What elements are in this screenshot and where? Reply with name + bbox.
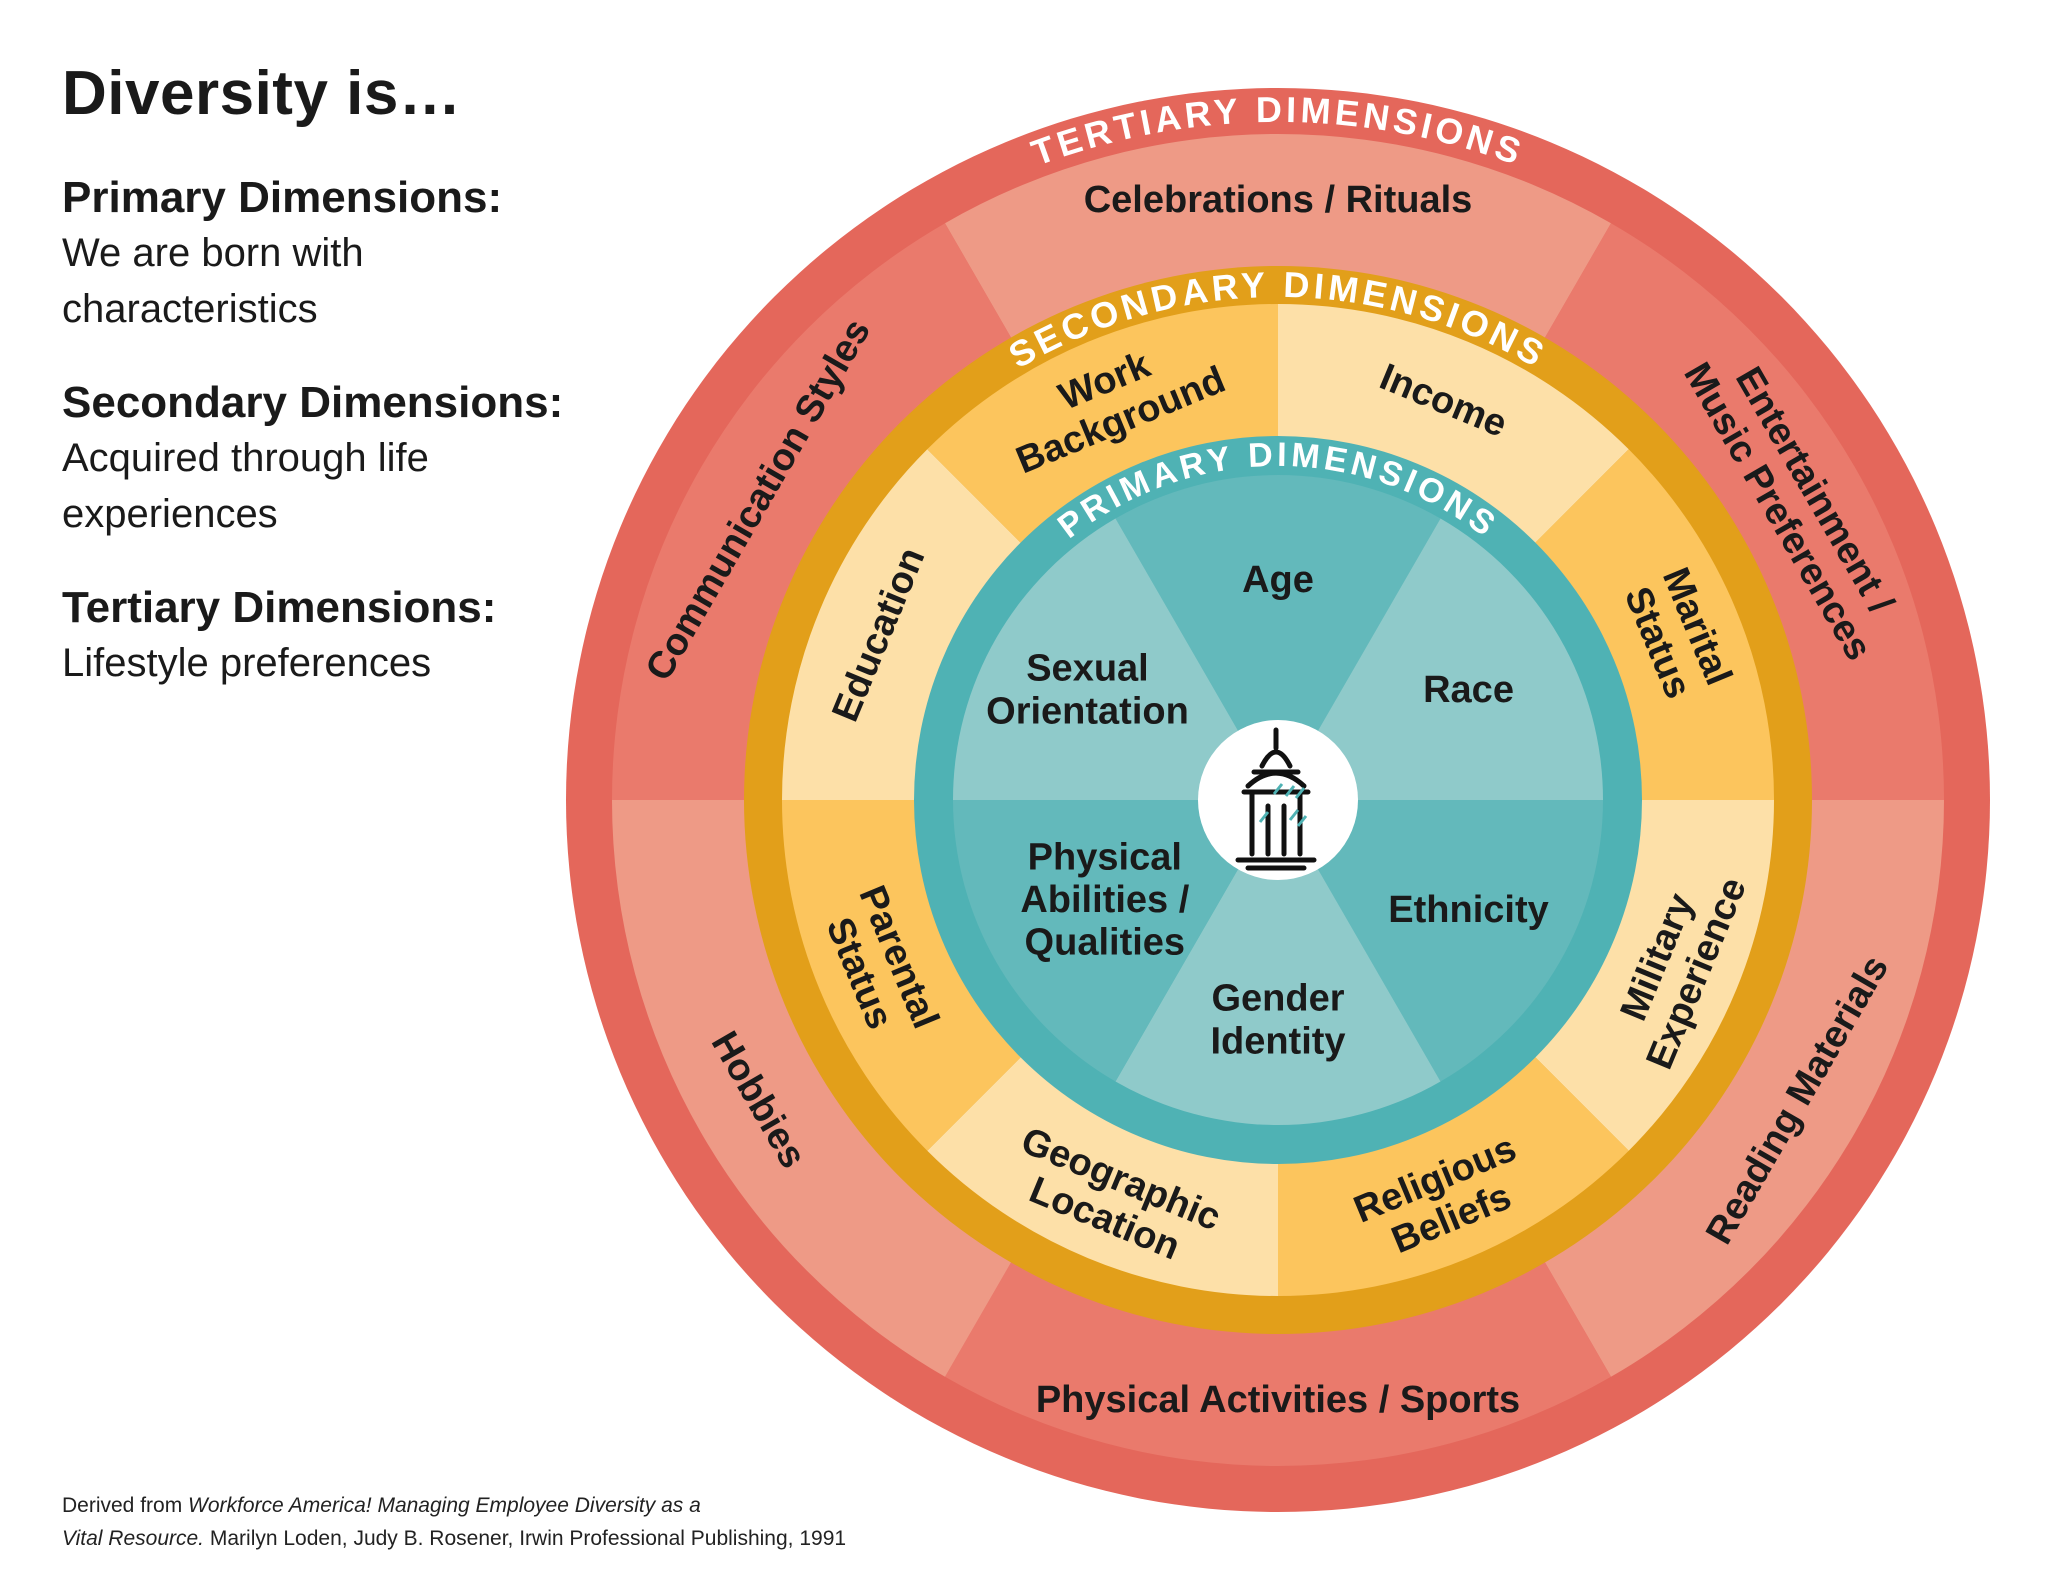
tertiary-segment xyxy=(612,800,1012,1377)
primary-segment xyxy=(1115,475,1441,800)
primary-segment xyxy=(953,518,1278,800)
tertiary-segment xyxy=(1544,800,1944,1377)
legend-secondary: Secondary Dimensions: Acquired through l… xyxy=(62,377,622,542)
primary-label-line: Physical xyxy=(1028,836,1182,878)
tertiary-label: Physical Activities / Sports xyxy=(1036,1379,1520,1421)
primary-label-line: Gender xyxy=(1211,978,1344,1020)
citation: Derived from Workforce America! Managing… xyxy=(62,1490,846,1555)
legend-primary-heading: Primary Dimensions: xyxy=(62,173,503,223)
citation-line-1: Derived from Workforce America! Managing… xyxy=(62,1490,846,1523)
legend-primary-desc-1: We are born with xyxy=(62,230,364,275)
primary-segment xyxy=(1115,800,1441,1125)
primary-label: Age xyxy=(1242,559,1314,601)
page-title: Diversity is… xyxy=(62,59,462,128)
tertiary-segment xyxy=(1544,223,1944,801)
primary-label-line: Abilities / xyxy=(1020,879,1189,921)
tertiary-segment xyxy=(612,223,1012,801)
tertiary-segment xyxy=(945,133,1611,340)
primary-label-line: Qualities xyxy=(1025,922,1186,964)
legend-tertiary-desc-1: Lifestyle preferences xyxy=(62,640,432,685)
legend-primary: Primary Dimensions: We are born with cha… xyxy=(62,172,622,337)
primary-segment xyxy=(1278,800,1603,1082)
secondary-segment xyxy=(927,304,1278,546)
legend-secondary-desc-1: Acquired through life xyxy=(62,435,429,480)
primary-segment xyxy=(953,800,1278,1082)
secondary-segment xyxy=(927,1054,1278,1296)
primary-segment xyxy=(1278,518,1603,800)
citation-prefix: Derived from xyxy=(62,1494,189,1517)
primary-label-line: Ethnicity xyxy=(1388,889,1548,931)
primary-label-line: Identity xyxy=(1210,1020,1345,1062)
secondary-segment xyxy=(1532,449,1774,800)
tertiary-segment xyxy=(945,1260,1611,1466)
secondary-segment xyxy=(782,449,1024,800)
secondary-segment xyxy=(1532,800,1774,1151)
primary-label: Ethnicity xyxy=(1388,889,1548,931)
citation-line-2: Vital Resource. Marilyn Loden, Judy B. R… xyxy=(62,1523,846,1556)
secondary-segment xyxy=(1278,304,1629,546)
secondary-segment xyxy=(782,800,1024,1151)
primary-label: Race xyxy=(1423,669,1514,711)
logo-sky-strokes-icon xyxy=(1258,783,1308,827)
legend-secondary-heading: Secondary Dimensions: xyxy=(62,377,564,427)
legend-primary-desc-2: characteristics xyxy=(62,286,318,331)
legend-tertiary-heading: Tertiary Dimensions: xyxy=(62,582,497,632)
legend-panel: Diversity is… Primary Dimensions: We are… xyxy=(62,59,622,731)
tertiary-label-line: Celebrations / Rituals xyxy=(1084,179,1473,221)
citation-book-title-2: Vital Resource. xyxy=(62,1526,205,1550)
tertiary-label: Celebrations / Rituals xyxy=(1084,179,1473,221)
primary-label-line: Age xyxy=(1242,559,1314,601)
citation-book-title-1: Workforce America! Managing Employee Div… xyxy=(188,1494,701,1517)
primary-label-line: Race xyxy=(1423,669,1514,711)
legend-secondary-desc-2: experiences xyxy=(62,491,278,536)
tertiary-label-line: Physical Activities / Sports xyxy=(1036,1379,1520,1421)
center-disc xyxy=(1198,720,1358,880)
primary-label-line: Orientation xyxy=(986,690,1189,732)
citation-authors: Marilyn Loden, Judy B. Rosener, Irwin Pr… xyxy=(204,1526,847,1550)
legend-tertiary: Tertiary Dimensions: Lifestyle preferenc… xyxy=(62,582,622,691)
secondary-segment xyxy=(1278,1054,1629,1296)
primary-label-line: Sexual xyxy=(1026,648,1149,690)
